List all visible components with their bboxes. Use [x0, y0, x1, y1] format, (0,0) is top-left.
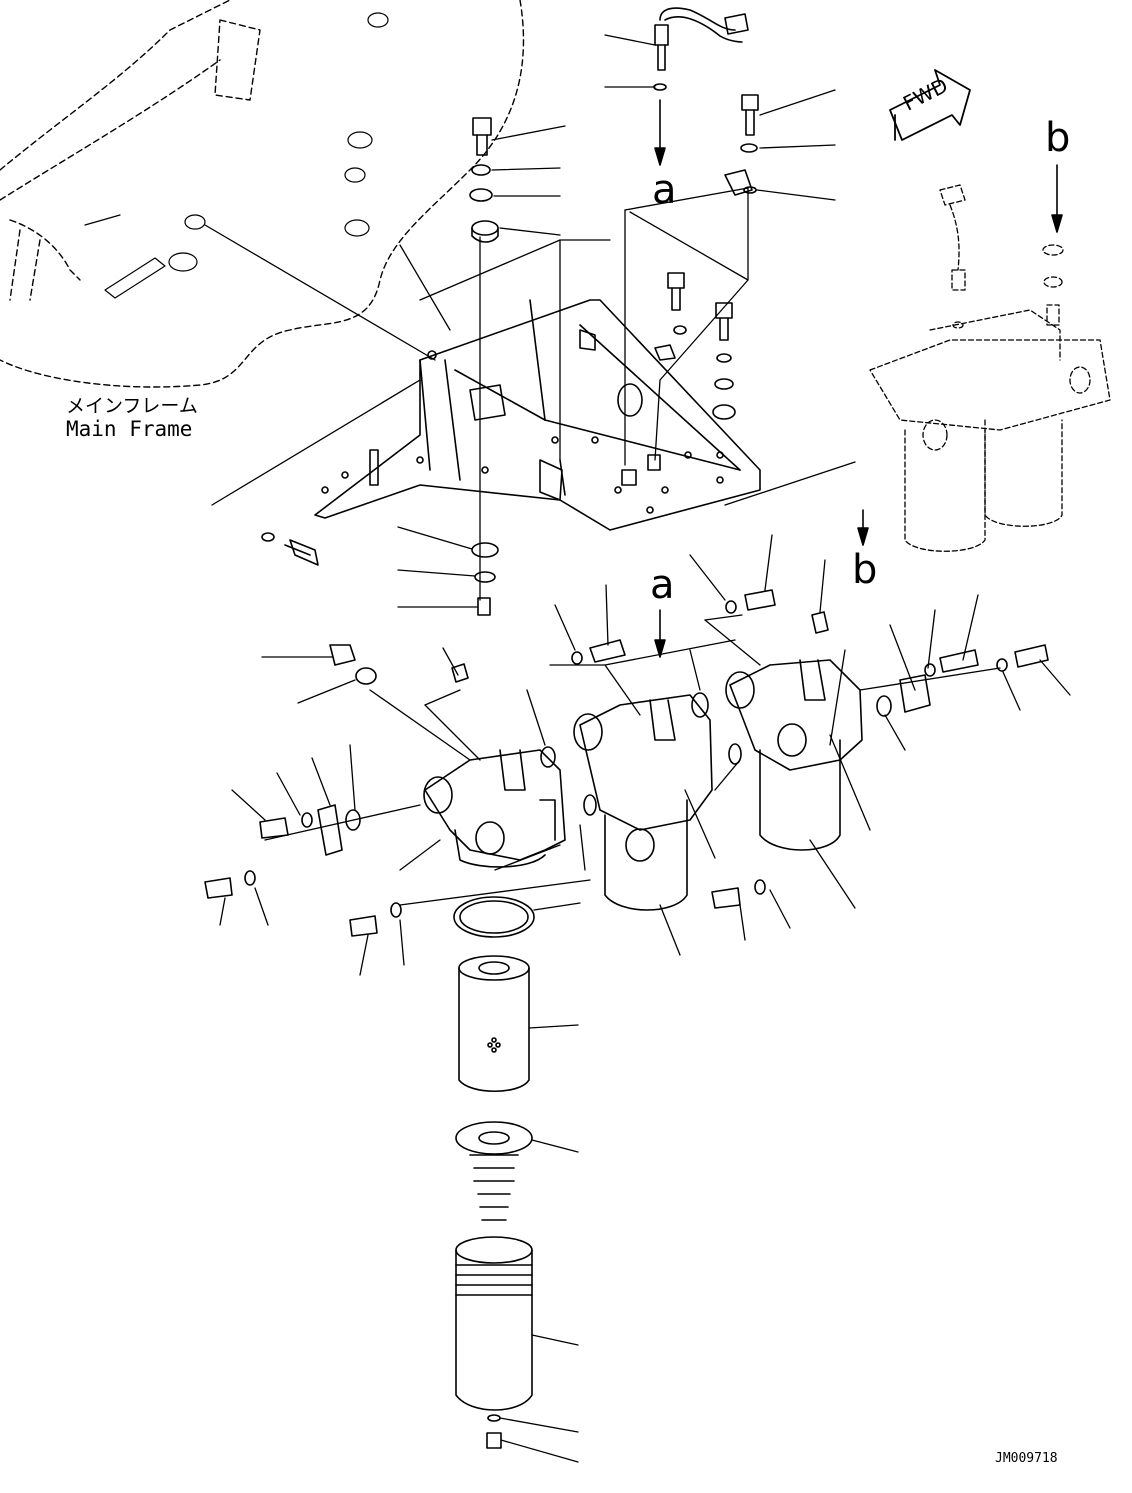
o-ring-large — [454, 897, 534, 937]
filter-case — [456, 1237, 532, 1410]
spring-seat — [456, 1122, 532, 1220]
inner-bolts — [655, 273, 735, 419]
drain-plug-bottom — [487, 1415, 501, 1448]
reference-mark-b-top: b — [1045, 115, 1071, 161]
filter-head-right — [726, 645, 1048, 850]
frame-side-bolt — [262, 533, 318, 565]
fwd-arrow-icon — [890, 70, 970, 140]
drawing-code: JM009718 — [995, 1451, 1058, 1466]
filter-head-left — [424, 750, 565, 867]
main-frame-outline — [0, 0, 523, 387]
mounting-bracket — [315, 300, 760, 530]
side-cover-left — [205, 664, 468, 936]
assembled-filter-inset — [870, 185, 1110, 551]
down-arrow-icon — [655, 100, 1062, 657]
temperature-sensor — [654, 8, 748, 90]
drain-plug-top — [330, 645, 376, 684]
frame-bosses — [85, 13, 388, 298]
main-frame-label-jp: メインフレーム — [66, 395, 198, 417]
mount-bolt-stack — [470, 118, 498, 615]
filter-element — [459, 956, 529, 1091]
filter-head-middle — [541, 590, 828, 910]
reference-mark-a-top: a — [652, 167, 677, 213]
reference-mark-a-middle: a — [650, 562, 675, 608]
leader-lines — [205, 35, 1070, 1462]
main-frame-label-en: Main Frame — [66, 417, 193, 441]
reference-mark-b-middle: b — [852, 547, 878, 593]
bracket-bolts-top-right — [725, 95, 758, 195]
